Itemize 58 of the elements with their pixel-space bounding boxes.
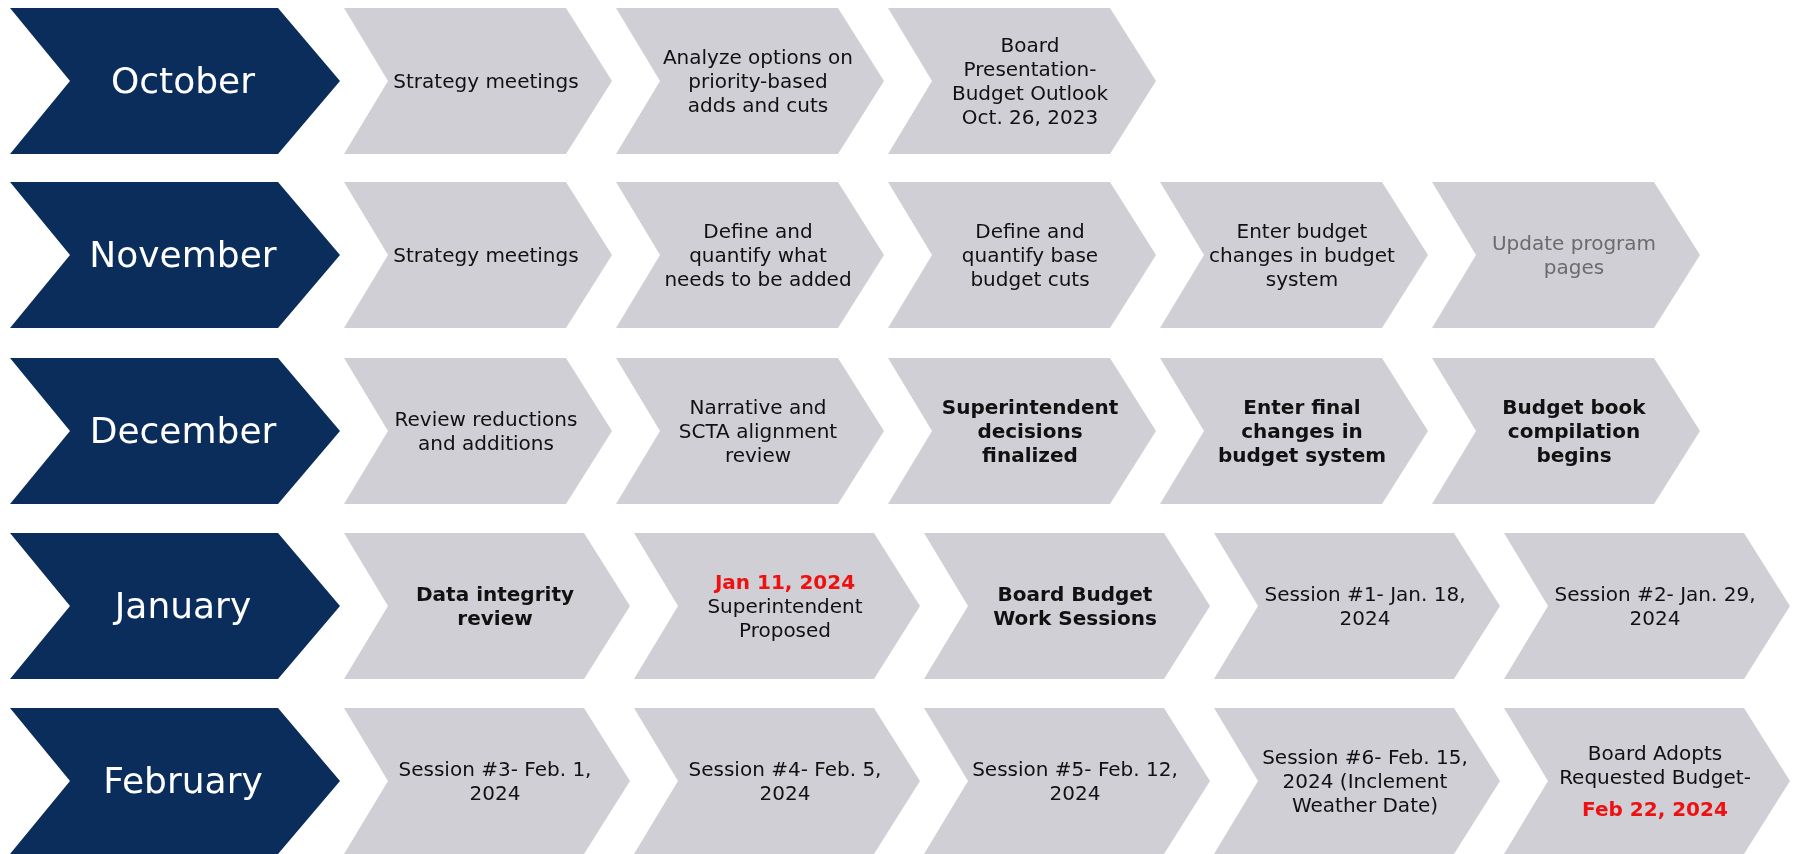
step-text: Strategy meetings — [393, 69, 579, 93]
process-step — [342, 6, 614, 156]
process-step — [632, 531, 922, 681]
step-text: Budget book compilation begins — [1501, 395, 1647, 467]
step-text: Session #5- Feb. 12, 2024 — [971, 757, 1179, 805]
step-text: Board Presentation- Budget Outlook Oct. 26, 2023 — [950, 33, 1110, 129]
process-step — [342, 531, 632, 681]
process-step — [1212, 706, 1502, 854]
process-step — [614, 180, 886, 330]
step-text: Board Budget Work Sessions — [992, 582, 1158, 630]
month-banner — [8, 180, 342, 330]
step-text: Session #1- Jan. 18, 2024 — [1263, 582, 1467, 630]
step-text: Session #4- Feb. 5, 2024 — [687, 757, 883, 805]
month-label: January — [114, 584, 252, 628]
process-step — [886, 356, 1158, 506]
step-text: Session #3- Feb. 1, 2024 — [397, 757, 593, 805]
process-step — [632, 706, 922, 854]
process-step — [1158, 180, 1430, 330]
step-text: Session #2- Jan. 29, 2024 — [1553, 582, 1757, 630]
month-banner — [8, 706, 342, 854]
month-label: December — [89, 409, 277, 453]
process-step — [1158, 356, 1430, 506]
process-step — [342, 706, 632, 854]
month-banner — [8, 6, 342, 156]
process-step — [1502, 706, 1792, 854]
step-text: Enter budget changes in budget system — [1208, 219, 1396, 291]
process-step — [342, 180, 614, 330]
step-text: Analyze options on priority-based adds and cuts — [662, 45, 854, 117]
date-text: Feb 22, 2024 — [1582, 797, 1728, 821]
step-text: Define and quantify base budget cuts — [960, 219, 1100, 291]
process-step — [886, 6, 1158, 156]
process-step — [614, 356, 886, 506]
process-step — [342, 356, 614, 506]
process-step — [1430, 180, 1702, 330]
process-step — [1430, 356, 1702, 506]
process-step — [1502, 531, 1792, 681]
step-text: Session #6- Feb. 15, 2024 (Inclement Weather Date) — [1261, 745, 1469, 817]
month-label: October — [110, 59, 256, 103]
step-text: Data integrity review — [415, 582, 575, 630]
month-label: November — [89, 233, 277, 277]
date-text: Jan 11, 2024 — [714, 570, 856, 594]
month-banner — [8, 356, 342, 506]
step-text: Board Adopts Requested Budget- — [1558, 741, 1752, 789]
process-step — [922, 706, 1212, 854]
step-text: Enter final changes in budget system — [1216, 395, 1388, 467]
process-step — [1212, 531, 1502, 681]
month-banner — [8, 531, 342, 681]
step-text: Update program pages — [1490, 231, 1658, 279]
process-step — [922, 531, 1212, 681]
step-text: Superintendent Proposed — [706, 594, 864, 642]
process-step — [886, 180, 1158, 330]
step-text: Narrative and SCTA alignment review — [677, 395, 839, 467]
step-text: Strategy meetings — [393, 243, 579, 267]
step-text: Define and quantify what needs to be added — [663, 219, 853, 291]
month-label: February — [103, 759, 263, 803]
step-text: Superintendent decisions finalized — [940, 395, 1120, 467]
process-step — [614, 6, 886, 156]
step-text: Review reductions and additions — [393, 407, 579, 455]
